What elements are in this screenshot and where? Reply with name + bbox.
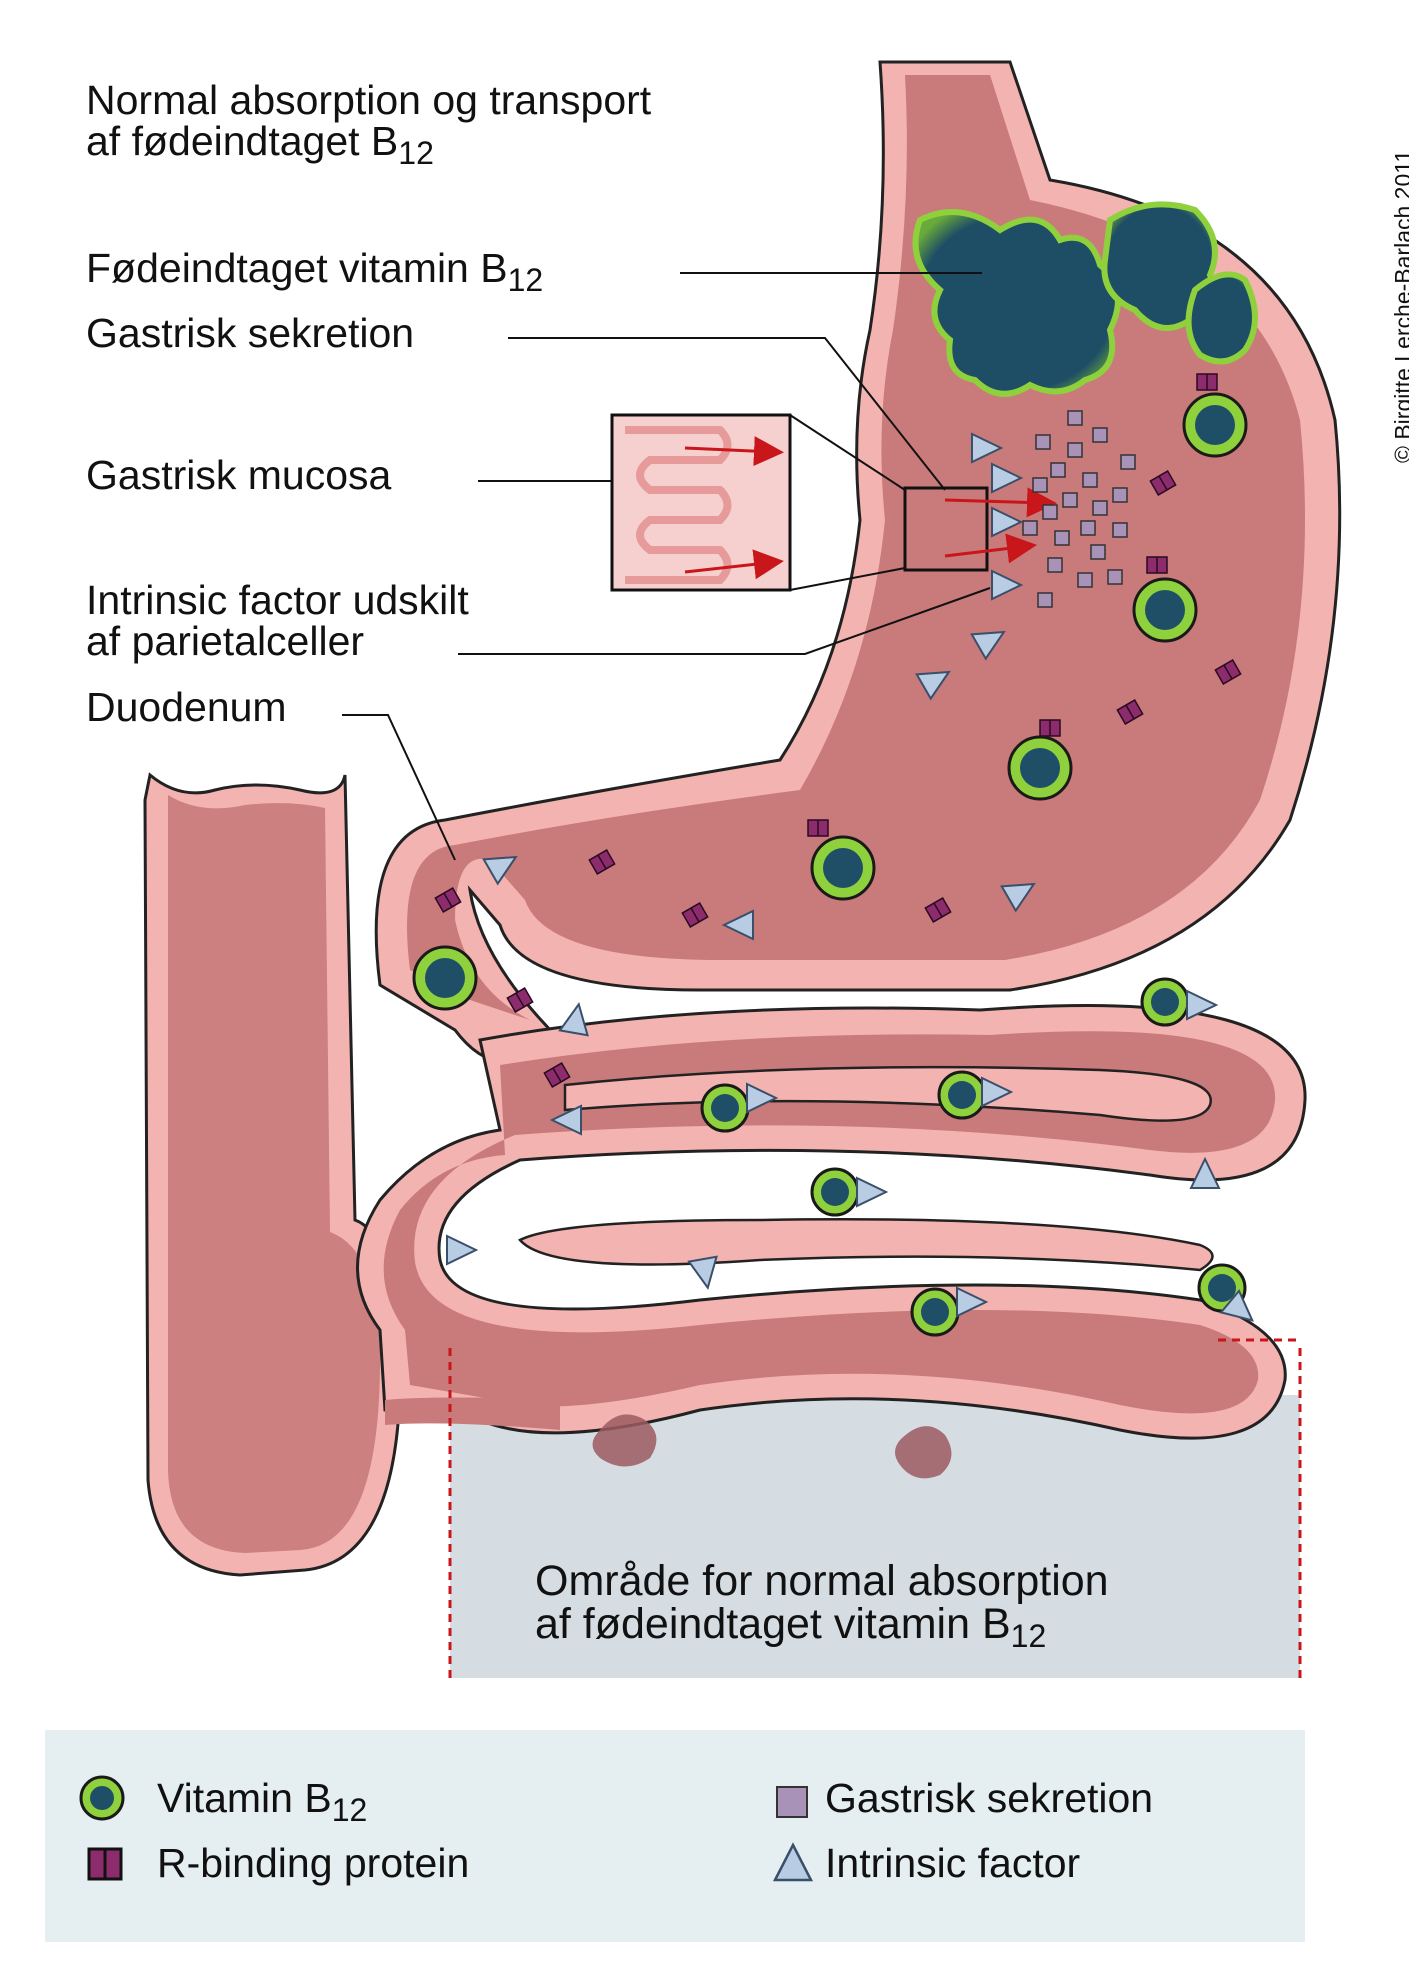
- legend-vitamin-icon: [79, 1775, 125, 1821]
- legend-secretion-icon: [776, 1786, 808, 1818]
- legend: Vitamin B12 R-binding protein Gastrisk s…: [45, 1730, 1305, 1942]
- label-gastric-mucosa: Gastrisk mucosa: [86, 452, 392, 498]
- mucosa-highlight-box: [903, 486, 989, 572]
- diagram-title: Normal absorption og transport af fødein…: [86, 77, 652, 171]
- legend-intrinsic-icon: [772, 1842, 814, 1882]
- legend-vitamin: Vitamin B12: [157, 1775, 368, 1828]
- label-food-b12: Fødeindtaget vitamin B12: [86, 245, 544, 298]
- food-lump: [895, 1426, 952, 1479]
- copyright-notice: © Birgitte Lerche-Barlach 2011: [1390, 149, 1409, 463]
- legend-r-binding: R-binding protein: [157, 1840, 470, 1886]
- title-line2: af fødeindtaget B12: [86, 118, 434, 171]
- large-intestine-inner: [168, 795, 381, 1553]
- legend-intrinsic-factor: Intrinsic factor: [825, 1840, 1081, 1886]
- mucosa-inset: [610, 413, 792, 592]
- title-line1: Normal absorption og transport: [86, 77, 652, 123]
- food-b12-blobs: [912, 201, 1258, 397]
- small-intestine: [356, 1004, 1307, 1440]
- legend-gastric-secretion: Gastrisk sekretion: [825, 1775, 1154, 1821]
- absorption-zone: [450, 1395, 1300, 1678]
- leader-lines: [342, 272, 991, 861]
- label-gastric-secretion: Gastrisk sekretion: [86, 310, 415, 356]
- food-lump: [592, 1414, 657, 1467]
- label-duodenum: Duodenum: [86, 684, 287, 730]
- legend-r-binding-icon: [87, 1847, 123, 1881]
